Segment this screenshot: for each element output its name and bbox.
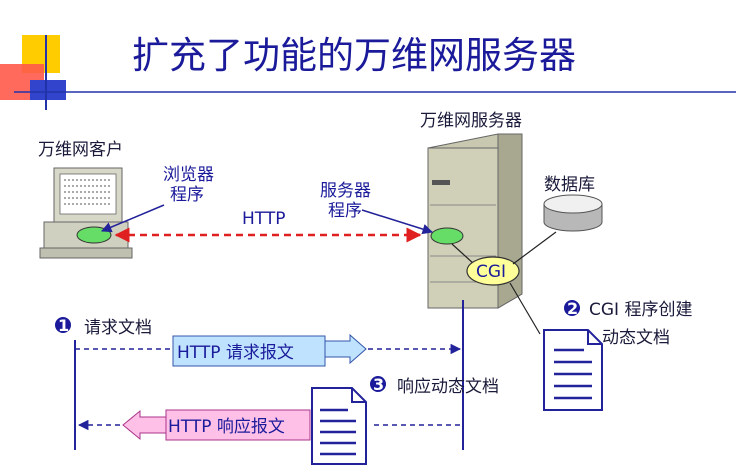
server-program-pointer-arrow [361, 209, 434, 235]
step-3-number: 3 [373, 375, 384, 394]
browser-label-line2: 程序 [170, 185, 204, 205]
step-3-badge [370, 376, 386, 392]
response-big-arrow [122, 409, 167, 441]
browser-label-line1: 浏览器 [163, 165, 214, 185]
server-program-label-line2: 程序 [328, 201, 362, 221]
step-2-number: 2 [567, 299, 578, 318]
client-computer-icon [39, 167, 133, 259]
cgi-database-link [512, 231, 557, 265]
step-1-text: 请求文档 [84, 318, 152, 338]
dynamic-document-icon [543, 329, 603, 411]
cgi-label: CGI [476, 262, 506, 282]
page-title: 扩充了功能的万维网服务器 [132, 34, 576, 77]
cgi-node [466, 256, 520, 286]
request-big-arrow [324, 333, 367, 365]
program-cgi-link [451, 243, 475, 265]
step-2-text-line2: 动态文档 [602, 328, 670, 348]
server-program-node [430, 227, 464, 245]
database-label: 数据库 [544, 175, 595, 195]
step-2-badge [564, 300, 580, 316]
step-3-text: 响应动态文档 [397, 377, 499, 397]
http-request-label: HTTP 请求报文 [177, 343, 294, 363]
step-1-badge [55, 317, 71, 333]
http-request-box [172, 335, 326, 367]
cgi-document-link [509, 282, 541, 335]
database-icon [543, 194, 603, 232]
step-2-text-line1: CGI 程序创建 [589, 300, 692, 320]
step-1-number: 1 [58, 316, 69, 335]
http-response-label: HTTP 响应报文 [168, 417, 285, 437]
response-document-icon [311, 387, 367, 465]
server-label: 万维网服务器 [420, 111, 522, 131]
browser-pointer-arrow [101, 204, 165, 233]
corner-decoration [0, 35, 736, 110]
http-label: HTTP [242, 209, 286, 229]
server-program-label-line1: 服务器 [320, 181, 371, 201]
client-label: 万维网客户 [38, 140, 123, 160]
